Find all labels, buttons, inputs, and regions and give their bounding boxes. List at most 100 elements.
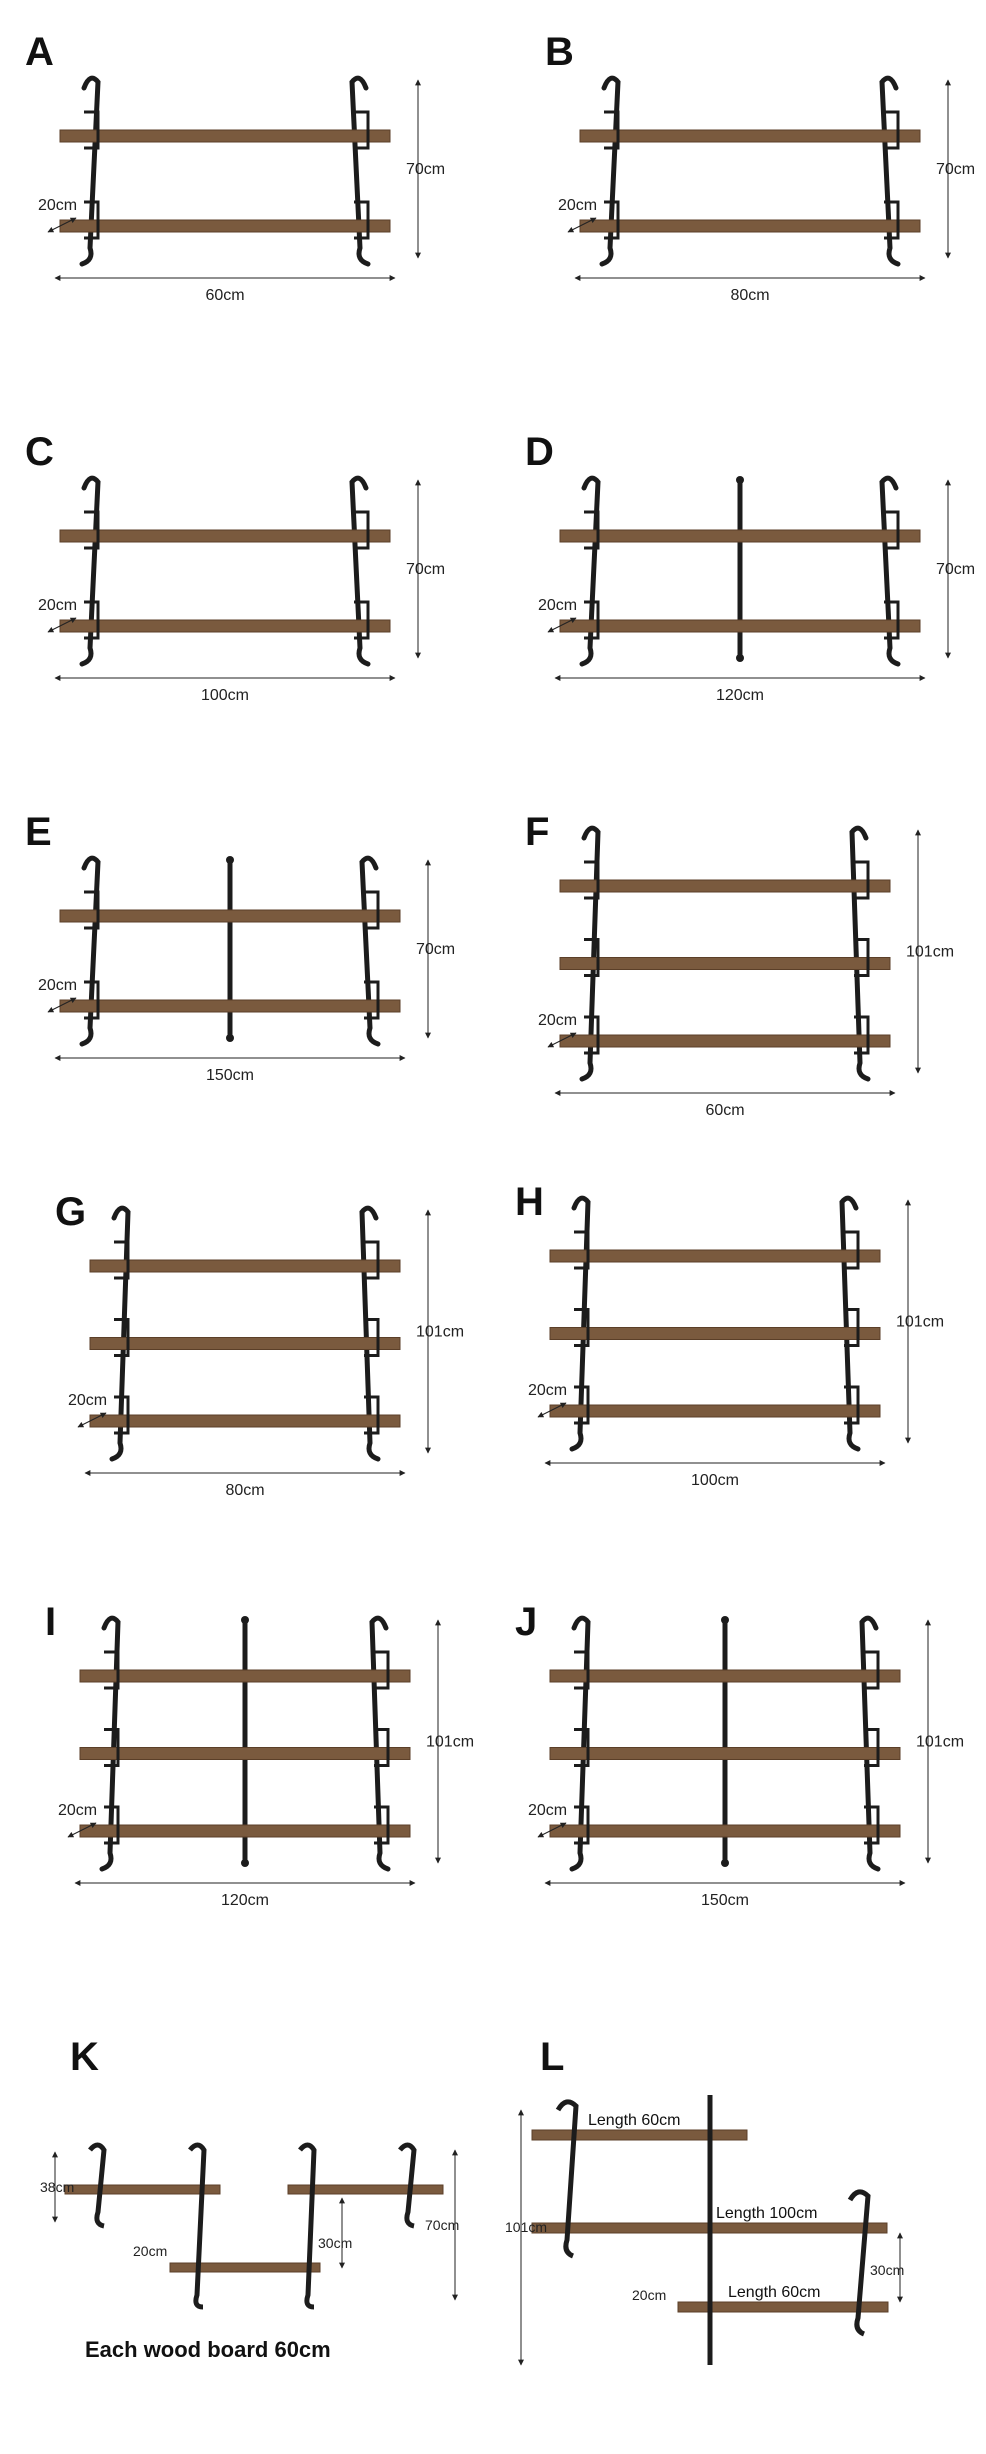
height-label: 70cm	[936, 161, 975, 178]
pipe-bracket	[879, 475, 901, 667]
wood-board	[549, 1669, 901, 1683]
shelf-bracket	[844, 1230, 860, 1270]
wood-board	[59, 129, 391, 143]
shelf-bracket	[354, 110, 370, 150]
shelf-bracket	[84, 200, 100, 240]
l-board-label-1: Length 60cm	[588, 2112, 681, 2129]
depth-dim-line	[47, 997, 77, 1013]
shelf-bracket	[114, 1240, 130, 1280]
pipe-bracket	[88, 2142, 107, 2229]
depth-label: 20cm	[528, 1382, 567, 1399]
wood-board	[579, 219, 921, 233]
depth-dim-line	[567, 217, 597, 233]
shelf-bracket	[104, 1805, 120, 1845]
shelf-bracket	[364, 890, 380, 930]
depth-dim-line	[47, 217, 77, 233]
depth-dim-line	[547, 617, 577, 633]
panel-letter: A	[25, 30, 54, 74]
height-label: 101cm	[416, 1324, 464, 1341]
shelf-bracket	[374, 1650, 390, 1690]
shelf-bracket	[844, 1385, 860, 1425]
shelf-bracket	[354, 510, 370, 550]
shelf-bracket	[574, 1728, 590, 1767]
wood-board	[64, 2184, 221, 2195]
shelf-bracket	[574, 1385, 590, 1425]
shelf-bracket	[364, 980, 380, 1020]
shelf-bracket	[584, 860, 600, 900]
k-note: Each wood board 60cm	[85, 2337, 331, 2362]
panel-letter: J	[515, 1600, 537, 1644]
shelf-bracket	[604, 110, 620, 150]
panel-letter: I	[45, 1600, 56, 1644]
shelf-bracket	[854, 938, 870, 977]
width-label: 60cm	[205, 287, 244, 304]
wood-board	[287, 2184, 444, 2195]
shelf-bracket	[114, 1395, 130, 1435]
pipe-bracket	[849, 825, 871, 1082]
pipe-bracket	[599, 75, 621, 267]
pipe-bracket	[79, 855, 101, 1047]
wood-board	[549, 1824, 901, 1838]
shelf-bracket	[574, 1308, 590, 1347]
shelf-bracket	[114, 1318, 130, 1357]
pipe-bracket	[298, 2142, 317, 2310]
pipe-bracket	[99, 1615, 121, 1872]
shelf-bracket	[574, 1650, 590, 1690]
wood-board	[531, 2129, 748, 2141]
depth-label: 20cm	[558, 197, 597, 214]
shelf-bracket	[864, 1728, 880, 1767]
shelf-bracket	[354, 200, 370, 240]
shelf-bracket	[374, 1728, 390, 1767]
wood-board	[579, 129, 921, 143]
wood-board	[89, 1414, 401, 1428]
depth-dim-line	[537, 1822, 567, 1838]
shelf-bracket	[84, 980, 100, 1020]
shelf-bracket	[374, 1805, 390, 1845]
depth-label: 20cm	[58, 1802, 97, 1819]
pipe-bracket	[79, 75, 101, 267]
shelf-bracket	[84, 600, 100, 640]
wood-board	[677, 2301, 889, 2313]
wood-board	[79, 1824, 411, 1838]
wood-board	[559, 957, 891, 970]
panel-l: L Length 60cm Length 100cm Length 60cm 1…	[505, 2035, 904, 2366]
panel-letter: D	[525, 430, 554, 474]
depth-dim-line	[67, 1822, 97, 1838]
shelf-bracket	[574, 1805, 590, 1845]
pipe-bracket	[398, 2142, 417, 2229]
pipe-bracket	[349, 475, 371, 667]
pipe-bracket	[879, 75, 901, 267]
wood-board	[89, 1337, 401, 1350]
wood-board	[79, 1747, 411, 1760]
shelf-bracket	[884, 110, 900, 150]
wood-board	[549, 1404, 881, 1418]
l-board-label-3: Length 60cm	[728, 2284, 821, 2301]
wood-board	[59, 999, 401, 1013]
k-depth-label: 20cm	[133, 2243, 167, 2259]
pipe-bracket	[569, 1195, 591, 1452]
height-label: 101cm	[906, 944, 954, 961]
shelf-bracket	[84, 510, 100, 550]
pipe-bracket	[369, 1615, 391, 1872]
shelf-bracket	[864, 1650, 880, 1690]
depth-label: 20cm	[528, 1802, 567, 1819]
wood-board	[89, 1259, 401, 1273]
pipe-bracket	[579, 825, 601, 1082]
wood-board	[559, 879, 891, 893]
pipe-bracket	[359, 1205, 381, 1462]
panel-letter: B	[545, 30, 574, 74]
pipe-bracket	[79, 475, 101, 667]
width-label: 150cm	[701, 1892, 749, 1909]
k-lower-gap-label: 30cm	[318, 2235, 352, 2251]
wood-board	[59, 909, 401, 923]
pipe-bracket	[569, 1615, 591, 1872]
pipe-cap	[241, 1616, 249, 1624]
shelf-bracket	[584, 510, 600, 550]
wood-board	[59, 529, 391, 543]
wood-board	[549, 1747, 901, 1760]
